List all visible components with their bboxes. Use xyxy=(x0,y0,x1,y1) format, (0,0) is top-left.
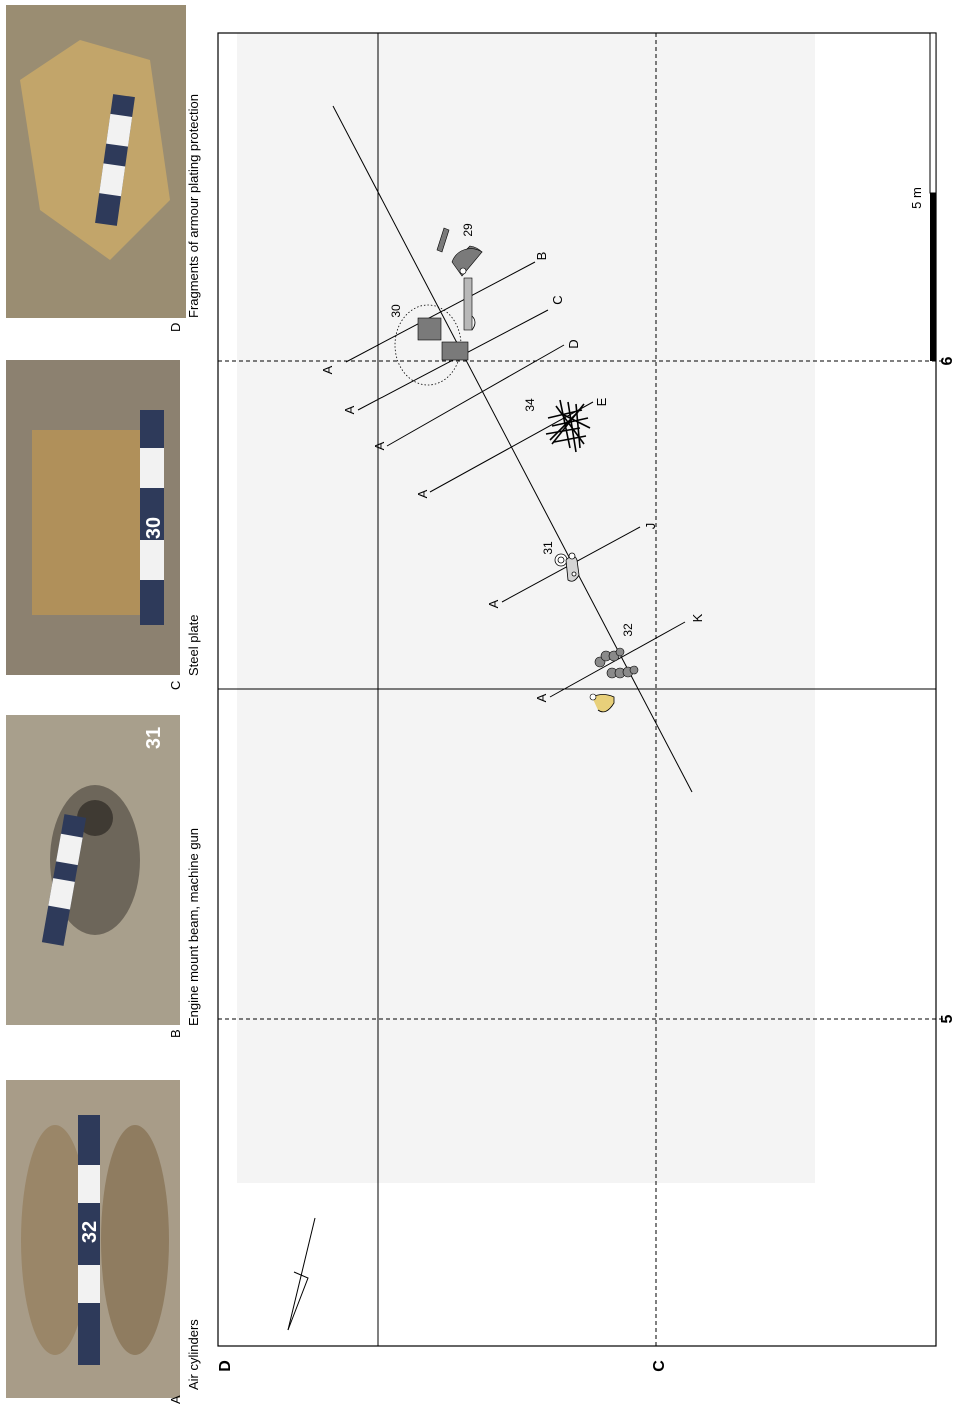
grid-lines xyxy=(218,33,944,1346)
find-31: 31 xyxy=(541,541,580,582)
section-line-a-b xyxy=(345,261,536,363)
find-31-label: 31 xyxy=(541,541,555,555)
section-a-b-end: B xyxy=(534,252,549,261)
scale-bar: 5 m xyxy=(909,32,937,361)
find-30: 30 xyxy=(389,304,469,386)
find-34: 34 xyxy=(523,398,591,453)
photo-d-caption: Fragments of armour plating protection xyxy=(186,94,201,318)
section-a-c-end: C xyxy=(550,295,565,304)
find-34-label: 34 xyxy=(523,398,537,412)
photo-a-scale-number: 32 xyxy=(79,1221,101,1243)
photo-b-letter: B xyxy=(168,1029,183,1038)
section-labels: A B A C A D A E A J A K xyxy=(320,252,705,703)
photo-b-scale-number: 31 xyxy=(143,727,165,749)
section-line-a-d xyxy=(386,344,565,447)
section-a-k-start: A xyxy=(534,693,549,702)
grid-label-col-5: 5 xyxy=(939,1014,956,1023)
grid-label-col-6: 6 xyxy=(939,356,956,365)
photo-a-caption: Air cylinders xyxy=(186,1319,201,1390)
grid-labels: D C 5 6 xyxy=(217,356,956,1371)
photo-d xyxy=(6,5,186,318)
photo-c-caption: Steel plate xyxy=(186,615,201,676)
section-a-j-end: J xyxy=(643,523,658,530)
photo-a: 32 xyxy=(6,1080,180,1398)
find-30-label: 30 xyxy=(389,304,403,318)
photo-d-letter: D xyxy=(168,323,183,332)
section-a-k-end: K xyxy=(690,613,705,622)
find-29: 29 xyxy=(436,223,483,331)
section-a-e-start: A xyxy=(415,489,430,498)
section-line-a-e xyxy=(429,401,594,493)
find-29-label: 29 xyxy=(461,223,475,237)
grid-label-row-d: D xyxy=(217,1360,234,1372)
photo-captions: A Air cylinders B Engine mount beam, mac… xyxy=(168,94,201,1404)
section-a-d-start: A xyxy=(372,441,387,450)
north-arrow-icon xyxy=(287,1217,316,1331)
section-a-b-start: A xyxy=(320,365,335,374)
section-a-c-start: A xyxy=(342,405,357,414)
photo-c-letter: C xyxy=(168,681,183,690)
find-32-label: 32 xyxy=(621,623,635,637)
find-small-fragment xyxy=(589,693,615,713)
main-axis-line xyxy=(332,105,693,793)
survey-area xyxy=(237,33,815,1183)
find-32: 32 xyxy=(594,623,639,679)
photo-c-scale-number: 30 xyxy=(143,517,165,539)
section-a-e-end: E xyxy=(594,397,609,406)
photo-a-letter: A xyxy=(168,1395,183,1404)
grid-label-row-c: C xyxy=(651,1360,668,1372)
photo-b: 31 xyxy=(6,715,180,1025)
section-a-j-start: A xyxy=(486,599,501,608)
section-a-d-end: D xyxy=(566,339,581,348)
photo-c: 30 xyxy=(6,360,180,675)
scale-bar-label: 5 m xyxy=(909,187,924,209)
photo-b-caption: Engine mount beam, machine gun xyxy=(186,828,201,1026)
